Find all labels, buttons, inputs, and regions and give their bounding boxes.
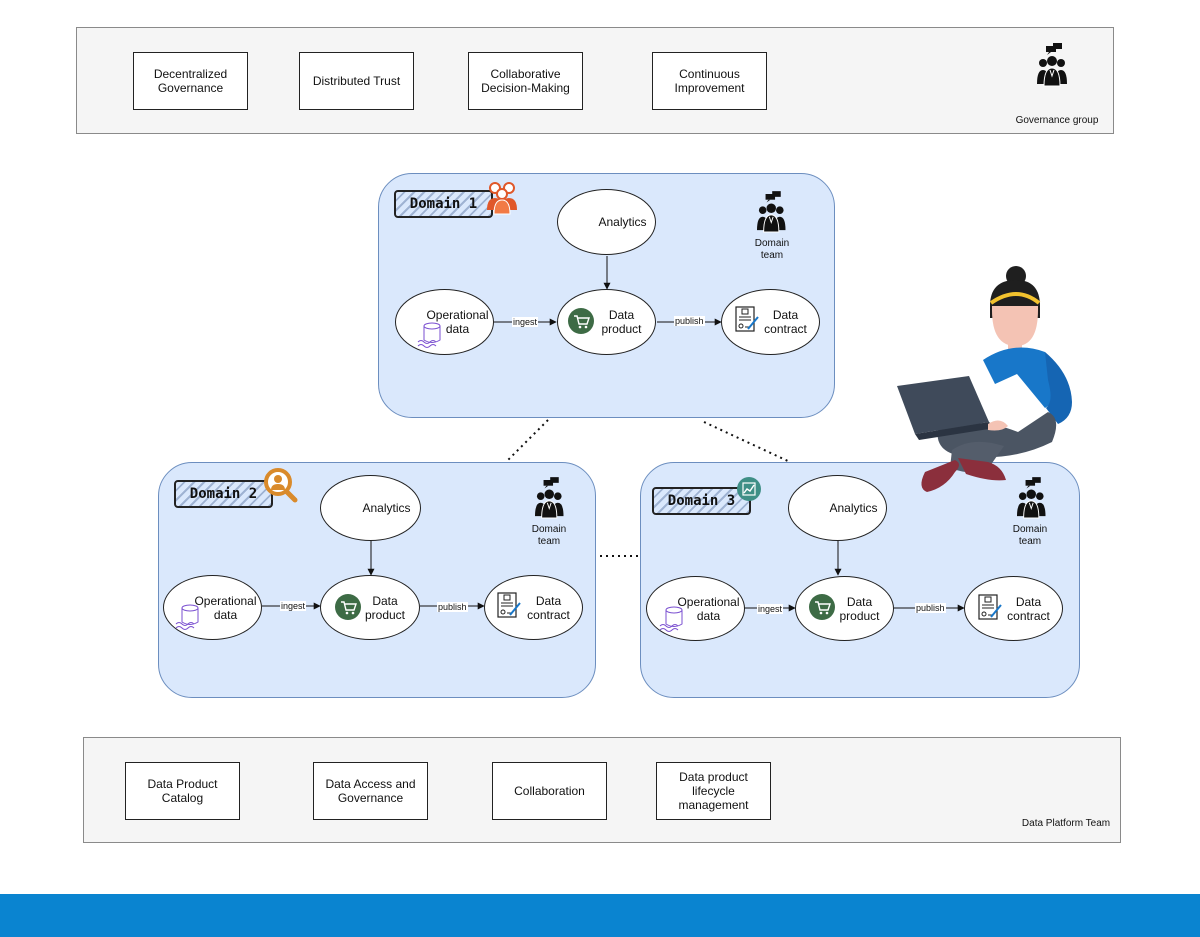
principle-continuous-improvement: Continuous Improvement (652, 52, 767, 110)
d1-ingest-label: ingest (512, 317, 539, 327)
domain-1-team-label: Domain team (754, 238, 790, 261)
principle-distributed-trust: Distributed Trust (299, 52, 414, 110)
d3-publish-label: publish (915, 603, 946, 613)
capability-lifecycle-management: Data product lifecycle management (656, 762, 771, 820)
d1-contract-label: Data contract (764, 308, 807, 336)
d2-product-node: Data product (320, 575, 420, 640)
trend-chart-icon (737, 477, 761, 501)
capability-collaboration: Collaboration (492, 762, 607, 820)
d2-operational-node: Operational data (163, 575, 262, 640)
d2-ingest-label: ingest (280, 601, 307, 611)
d3-operational-label: Operational data (677, 594, 740, 623)
capability-data-product-catalog: Data Product Catalog (125, 762, 240, 820)
d1-product-node: Data product (557, 289, 656, 355)
d3-contract-node: Data contract (964, 576, 1063, 641)
d3-operational-node: Operational data (646, 576, 745, 641)
magnifier-person-icon (264, 468, 298, 503)
d3-analytics-node: Analytics (788, 475, 887, 541)
governance-team-label: Governance group (1015, 115, 1099, 126)
d2-publish-label: publish (437, 602, 468, 612)
d3-analytics-label: Analytics (829, 501, 878, 515)
d1-contract-node: Data contract (721, 289, 820, 355)
domain-1-team-icon (756, 190, 786, 233)
domain-2-team-label: Domain team (531, 524, 567, 547)
d3-product-node: Data product (795, 576, 894, 641)
d2-product-label: Data product (364, 593, 406, 622)
domain-link-1-3 (703, 421, 791, 463)
person-with-laptop-illustration (897, 266, 1072, 492)
d3-product-label: Data product (839, 594, 880, 623)
governance-team-icon (1036, 42, 1068, 87)
d3-contract-label: Data contract (1007, 594, 1050, 623)
d2-analytics-label: Analytics (362, 501, 411, 515)
d2-contract-label: Data contract (527, 593, 570, 622)
d1-analytics-label: Analytics (598, 215, 647, 229)
footer-band (0, 894, 1200, 937)
d1-operational-label: Operational data (426, 308, 489, 336)
domain-2-tag: Domain 2 (174, 480, 273, 508)
d1-operational-node: Operational data (395, 289, 494, 355)
principle-collaborative-decision-making: Collaborative Decision-Making (468, 52, 583, 110)
people-group-icon (487, 182, 517, 215)
capability-data-access-governance: Data Access and Governance (313, 762, 428, 820)
domain-2-team-icon (534, 476, 564, 519)
d1-publish-label: publish (674, 316, 705, 326)
d2-contract-node: Data contract (484, 575, 583, 640)
domain-1-tag: Domain 1 (394, 190, 493, 218)
d1-product-label: Data product (601, 308, 642, 336)
platform-team-label: Data Platform Team (1021, 818, 1111, 829)
platform-panel: Data Product Catalog Data Access and Gov… (83, 737, 1121, 843)
d2-analytics-node: Analytics (320, 475, 421, 541)
domain-3-team-icon (1016, 476, 1046, 519)
domain-3-team-label: Domain team (1012, 524, 1048, 547)
d1-analytics-node: Analytics (557, 189, 656, 255)
d3-ingest-label: ingest (757, 604, 784, 614)
d2-operational-label: Operational data (194, 593, 257, 622)
governance-panel: Decentralized Governance Distributed Tru… (76, 27, 1114, 134)
domain-link-1-2 (507, 419, 549, 461)
principle-decentralized-governance: Decentralized Governance (133, 52, 248, 110)
domain-3-tag: Domain 3 (652, 487, 751, 515)
